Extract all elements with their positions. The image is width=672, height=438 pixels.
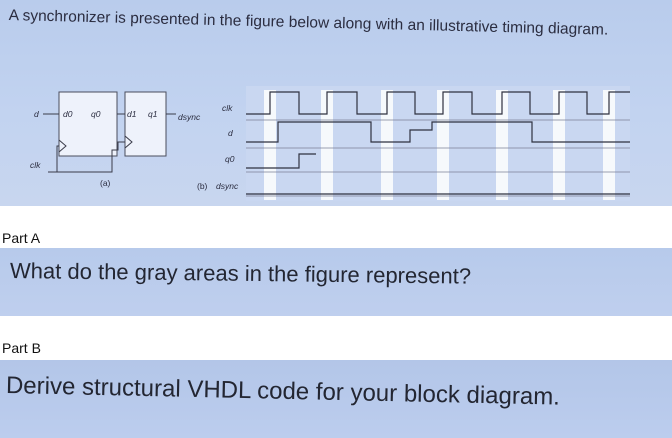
block-diagram: [43, 91, 176, 173]
wire-clk-2: [57, 141, 125, 173]
clock-triangle-1: [58, 139, 67, 153]
part-a-question-band: What do the gray areas in the figure rep…: [0, 248, 672, 316]
timing-labels: clk d q0 dsync (b): [197, 103, 239, 191]
caption-b: (b): [197, 181, 208, 191]
timing-baselines: [246, 119, 630, 197]
signal-dsync: dsync: [216, 181, 239, 191]
part-b-question-band: Derive structural VHDL code for your blo…: [0, 360, 672, 438]
clk-waveform: [246, 91, 630, 115]
signal-d: d: [228, 128, 233, 138]
label-d: d: [34, 109, 39, 119]
part-b-question: Derive structural VHDL code for your blo…: [5, 372, 561, 411]
flip-flop-1: [58, 91, 118, 157]
d-waveform: [246, 121, 630, 143]
label-dsync: dsync: [178, 112, 201, 122]
label-q1: q1: [148, 109, 158, 119]
part-a-label: Part A: [2, 230, 41, 246]
signal-q0: q0: [225, 154, 235, 164]
label-q0: q0: [91, 109, 101, 119]
timing-diagram: [246, 86, 630, 201]
prompt-text: A synchronizer is presented in the figur…: [8, 6, 609, 39]
part-a-question: What do the gray areas in the figure rep…: [9, 258, 472, 289]
wire-clk: [48, 145, 59, 173]
synchronizer-figure: d d0 q0 d1 q1 dsync clk (a): [30, 86, 630, 201]
clock-triangle-2: [124, 135, 133, 149]
block-labels: d d0 q0 d1 q1 dsync clk (a): [30, 109, 201, 188]
q0-waveform: [246, 153, 316, 169]
label-d0: d0: [63, 109, 73, 119]
flip-flop-2: [124, 91, 167, 157]
signal-clk: clk: [222, 103, 233, 113]
gray-areas: [264, 90, 615, 200]
part-b-label: Part B: [2, 340, 41, 356]
label-d1: d1: [127, 109, 137, 119]
caption-a: (a): [100, 178, 111, 188]
problem-statement-panel: A synchronizer is presented in the figur…: [0, 0, 672, 206]
label-clk-block: clk: [30, 160, 41, 170]
